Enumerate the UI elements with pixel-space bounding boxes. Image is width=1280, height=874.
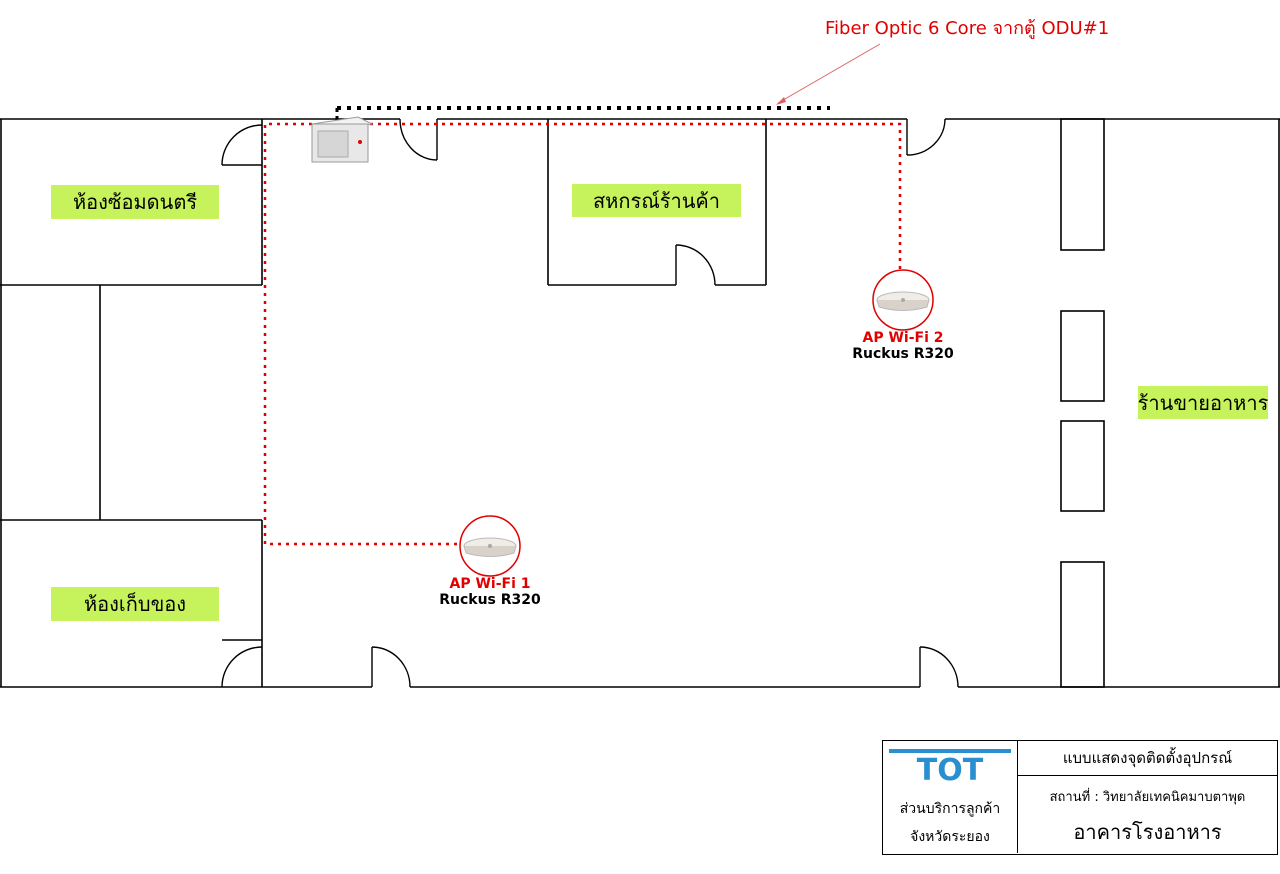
ap-name-1: AP Wi-Fi 1 — [449, 576, 531, 592]
title-block-building: อาคารโรงอาหาร — [1073, 820, 1222, 844]
title-block-heading: แบบแสดงจุดติดตั้งอุปกรณ์ — [1018, 741, 1277, 776]
fiber-leader-line — [777, 43, 881, 104]
tot-logo: TOT — [889, 749, 1011, 787]
access-point-icon — [459, 515, 521, 577]
walls — [0, 118, 1280, 688]
access-point-icon — [872, 269, 934, 331]
network-cabinet-icon — [310, 116, 374, 163]
doors — [221, 118, 959, 688]
svg-text:TOT: TOT — [917, 753, 984, 787]
room-label-coop: สหกรณ์ร้านค้า — [572, 184, 741, 217]
ap-name-2: AP Wi-Fi 2 — [862, 330, 944, 346]
room-label-music: ห้องซ้อมดนตรี — [51, 185, 219, 219]
title-block-location: สถานที่ : วิทยาลัยเทคนิคมาบตาพุด — [1049, 789, 1246, 805]
title-block-logo-cell: TOT ส่วนบริการลูกค้า จังหวัดระยอง — [883, 741, 1018, 853]
ap-model-2: Ruckus R320 — [852, 346, 954, 362]
dept-line-2: จังหวัดระยอง — [910, 829, 990, 845]
title-block: TOT ส่วนบริการลูกค้า จังหวัดระยอง แบบแสด… — [882, 740, 1278, 855]
dept-line-1: ส่วนบริการลูกค้า — [899, 801, 1001, 817]
ap-model-1: Ruckus R320 — [439, 592, 541, 608]
room-label-food: ร้านขายอาหาร — [1138, 386, 1268, 419]
lan-cable — [263, 122, 902, 546]
fiber-optic-label: Fiber Optic 6 Core จากตู้ ODU#1 — [825, 18, 1110, 39]
room-label-storage: ห้องเก็บของ — [51, 587, 219, 621]
fiber-leader-arrow — [776, 97, 786, 105]
